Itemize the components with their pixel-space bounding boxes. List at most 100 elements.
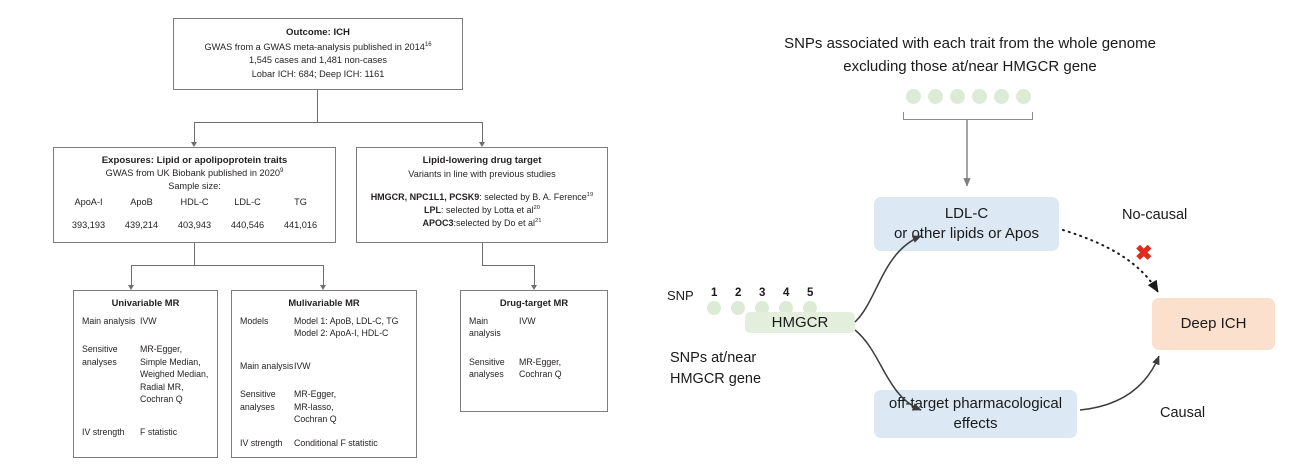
trait-name: TG bbox=[294, 197, 307, 208]
genome-snp-dot bbox=[950, 89, 965, 104]
multivariable-main-analysis-row: Main analysis IVW bbox=[232, 360, 416, 372]
multivariable-sensitive-row: Sensitive analyses MR-Egger, MR-lasso, C… bbox=[232, 388, 416, 425]
hmgcr-snp-caption: SNPs at/near HMGCR gene bbox=[670, 348, 761, 390]
gene-line: HMGCR, NPC1L1, PCSK9: selected by B. A. … bbox=[370, 192, 594, 203]
hmgcr-snp-dot bbox=[755, 301, 769, 315]
spacer bbox=[232, 372, 416, 388]
row-value: MR-Egger, Cochran Q bbox=[519, 356, 562, 380]
snp-number: 2 bbox=[735, 287, 742, 299]
off-target-line-1: off-target pharmacological bbox=[888, 394, 1063, 412]
trait-sample-size: 403,943 bbox=[177, 220, 212, 231]
connector-to-univariable bbox=[131, 265, 132, 285]
connector-level1-horizontal bbox=[194, 122, 482, 123]
row-label: Main analysis bbox=[82, 316, 136, 326]
trait-name: ApoB bbox=[130, 197, 153, 208]
outcome-line-2: 1,545 cases and 1,481 non-cases bbox=[249, 55, 387, 66]
ref-19: 19 bbox=[586, 192, 594, 199]
outcome-line-1: GWAS from a GWAS meta-analysis published… bbox=[204, 41, 432, 52]
arrowhead-drug-target bbox=[478, 142, 485, 147]
univariable-main-analysis-row: Main analysis IVW bbox=[74, 315, 217, 327]
hmgcr-snp-dot bbox=[731, 301, 745, 315]
snp-number: 1 bbox=[711, 287, 718, 299]
ldl-c-node-text: LDL-C or other lipids or Apos bbox=[894, 204, 1039, 245]
ref-20: 20 bbox=[533, 205, 541, 212]
drug-target-subtitle: Variants in line with previous studies bbox=[408, 168, 556, 179]
off-target-line-2: effects bbox=[953, 415, 998, 432]
connector-drug-target-stem bbox=[482, 243, 483, 265]
trait-name: HDL-C bbox=[180, 197, 209, 208]
gene-line: LPL: selected by Lotta et al20 bbox=[423, 205, 541, 216]
outcome-line-3: Lobar ICH: 684; Deep ICH: 1161 bbox=[251, 68, 385, 79]
connector-exposures-stem bbox=[194, 243, 195, 265]
concept-title-line-2: excluding those at/near HMGCR gene bbox=[843, 57, 1097, 75]
exposures-subtitle: GWAS from UK Biobank published in 20209 bbox=[105, 168, 284, 179]
exposures-title: Exposures: Lipid or apolipoprotein trait… bbox=[101, 155, 288, 166]
snp-number: 3 bbox=[759, 287, 766, 299]
connector-to-multivariable bbox=[323, 265, 324, 285]
multivariable-mr-title: Mulivariable MR bbox=[288, 297, 360, 308]
row-label: Main analysis bbox=[240, 360, 294, 371]
spacer bbox=[232, 426, 416, 437]
hmgcr-snp-caption-line-2: HMGCR gene bbox=[670, 371, 762, 388]
drug-target-title: Lipid-lowering drug target bbox=[422, 155, 542, 166]
multivariable-mr-box: Mulivariable MR Models Model 1: ApoB, LD… bbox=[231, 290, 417, 458]
row-value: Conditional F statistic bbox=[294, 437, 378, 448]
row-label: IV strength bbox=[82, 426, 125, 437]
spacer bbox=[461, 340, 607, 356]
row-label: Sensitive analyses bbox=[469, 356, 505, 380]
mendelian-randomization-concept-diagram: SNPs associated with each trait from the… bbox=[650, 0, 1304, 474]
ref-9: 9 bbox=[279, 168, 284, 175]
row-label: Models bbox=[240, 316, 269, 326]
concept-arrows bbox=[854, 120, 1160, 411]
ldl-c-line-1: LDL-C bbox=[944, 204, 989, 222]
connector-level2b-horizontal bbox=[482, 265, 534, 266]
row-label: Sensitive analyses bbox=[82, 344, 118, 367]
snp-number: 5 bbox=[807, 287, 814, 299]
arrowhead-multivariable bbox=[319, 285, 326, 290]
genome-snp-dot bbox=[928, 89, 943, 104]
outcome-box: Outcome: ICH GWAS from a GWAS meta-analy… bbox=[173, 18, 463, 90]
trait-name: LDL-C bbox=[234, 197, 261, 208]
spacer bbox=[74, 406, 217, 426]
sample-size-label: Sample size: bbox=[168, 181, 221, 192]
row-value: Model 1: ApoB, LDL-C, TG Model 2: ApoA-I… bbox=[294, 316, 399, 339]
genome-snp-dot bbox=[994, 89, 1009, 104]
no-causal-edge-label: No-causal bbox=[1122, 207, 1188, 223]
drug-target-mr-main-row: Main analysis IVW bbox=[461, 315, 607, 340]
hmgcr-snp-dot bbox=[707, 301, 721, 315]
trait-name: ApoA-I bbox=[74, 197, 103, 208]
arrowhead-univariable bbox=[127, 285, 134, 290]
arrowhead-exposures bbox=[190, 142, 197, 147]
genome-snp-dot bbox=[906, 89, 921, 104]
row-value: IVW bbox=[294, 360, 311, 371]
hmgcr-snp-dot bbox=[803, 301, 817, 315]
genome-snp-bracket bbox=[903, 112, 1033, 120]
study-design-flowchart: Outcome: ICH GWAS from a GWAS meta-analy… bbox=[0, 0, 650, 474]
spacer bbox=[74, 327, 217, 343]
trait-name-row: ApoA-I ApoB HDL-C LDL-C TG bbox=[62, 193, 327, 209]
connector-to-drug-target-mr bbox=[534, 265, 535, 285]
hmgcr-snp-dot bbox=[779, 301, 793, 315]
drug-target-mr-title: Drug-target MR bbox=[499, 297, 569, 308]
concept-title: SNPs associated with each trait from the… bbox=[735, 33, 1205, 78]
row-value: MR-Egger, Simple Median, Weighed Median,… bbox=[140, 344, 209, 405]
row-value: MR-Egger, MR-lasso, Cochran Q bbox=[294, 389, 337, 425]
drug-target-box: Lipid-lowering drug target Variants in l… bbox=[356, 147, 608, 243]
hmgcr-gene-bar: HMGCR bbox=[745, 312, 855, 333]
red-cross-icon: ✖ bbox=[1135, 242, 1153, 265]
arrow-offtarget-to-deepich-causal bbox=[1079, 355, 1160, 411]
ldl-c-node: LDL-C or other lipids or Apos bbox=[874, 197, 1059, 251]
trait-sample-size: 440,546 bbox=[230, 220, 265, 231]
snp-row-label: SNP bbox=[667, 288, 694, 303]
snp-number: 4 bbox=[783, 287, 790, 299]
hmgcr-snp-caption-line-1: SNPs at/near bbox=[670, 350, 757, 366]
trait-sample-size: 393,193 bbox=[71, 220, 106, 231]
off-target-effects-node: off-target pharmacological effects bbox=[874, 390, 1077, 438]
row-value: IVW bbox=[140, 316, 157, 326]
genome-snp-dot bbox=[972, 89, 987, 104]
arrowhead-drug-target-mr bbox=[530, 285, 537, 290]
univariable-sensitive-row: Sensitive analyses MR-Egger, Simple Medi… bbox=[74, 343, 217, 405]
causal-edge-label: Causal bbox=[1160, 405, 1206, 421]
row-label: IV strength bbox=[240, 437, 283, 448]
drug-target-mr-sensitive-row: Sensitive analyses MR-Egger, Cochran Q bbox=[461, 356, 607, 381]
